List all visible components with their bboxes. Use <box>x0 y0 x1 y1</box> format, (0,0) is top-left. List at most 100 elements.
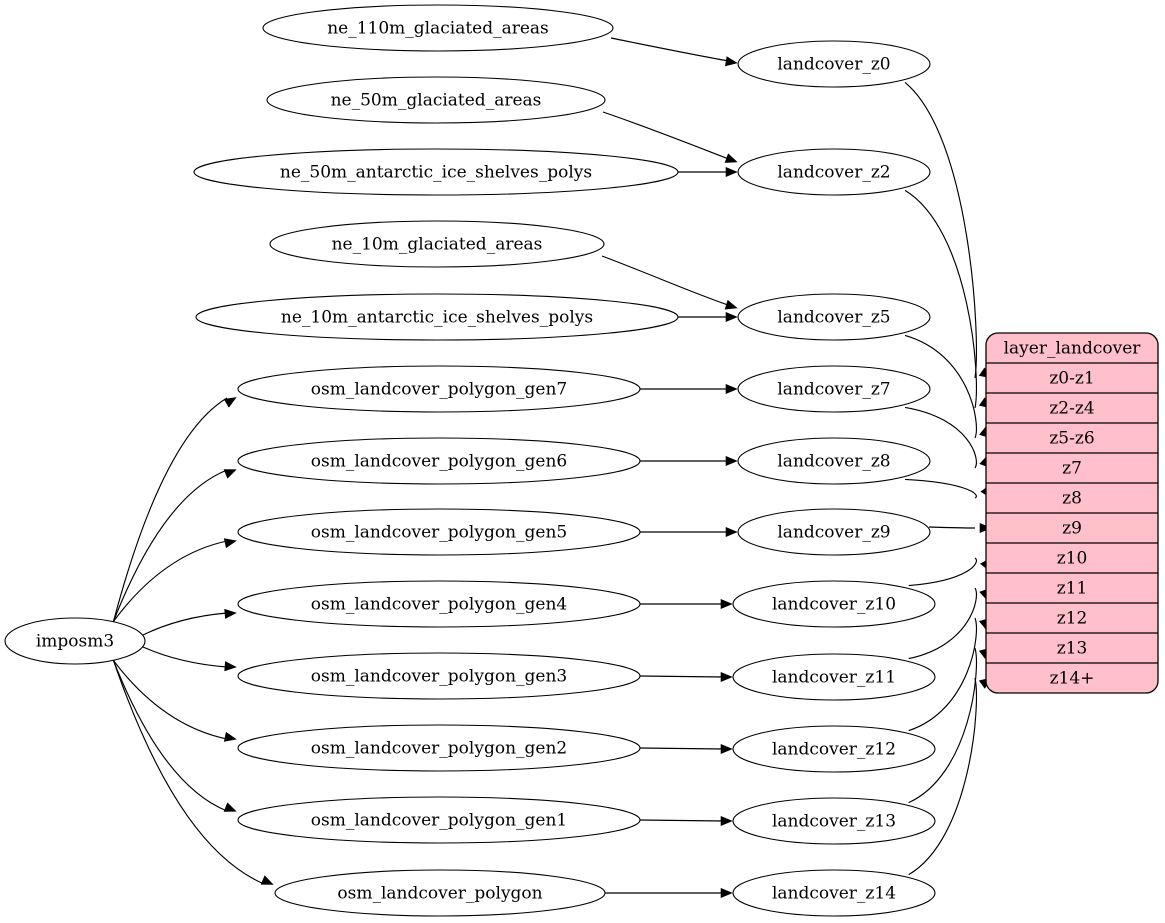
node-ellipse <box>237 437 641 485</box>
node-landcover_z9[interactable]: landcover_z9 <box>737 508 931 556</box>
node-ellipse <box>737 365 931 413</box>
node-osm_landcover_polygon_gen5[interactable]: osm_landcover_polygon_gen5 <box>237 508 641 556</box>
edge-imposm3-to-osm_landcover_polygon_gen1 <box>112 660 228 812</box>
table-row-cell[interactable] <box>986 543 1158 573</box>
edge-arrowhead <box>720 671 733 683</box>
node-ellipse <box>732 580 936 628</box>
node-ellipse <box>237 508 641 556</box>
table-row-cell[interactable] <box>986 453 1158 483</box>
node-landcover_z11[interactable]: landcover_z11 <box>732 653 936 701</box>
edge-arrowhead <box>224 608 237 619</box>
node-ellipse <box>262 4 614 52</box>
edge-arrowhead <box>223 469 237 479</box>
node-ellipse <box>195 293 679 341</box>
node-imposm3[interactable]: imposm3 <box>4 617 146 665</box>
node-ellipse <box>237 652 641 700</box>
edge-arrowhead <box>223 538 237 549</box>
node-landcover_z2[interactable]: landcover_z2 <box>737 148 931 196</box>
edge-landcover_z11-to-table-z11 <box>908 587 977 660</box>
edge-osm_landcover_polygon_gen1-to-landcover_z13 <box>639 819 724 822</box>
node-osm_landcover_polygon_gen7[interactable]: osm_landcover_polygon_gen7 <box>237 365 641 413</box>
edge-arrowhead <box>725 526 738 538</box>
edge-arrowhead <box>720 743 733 755</box>
node-ellipse <box>237 724 641 772</box>
node-ellipse <box>737 293 931 341</box>
table-row-cell[interactable] <box>986 633 1158 663</box>
node-ellipse <box>274 869 606 917</box>
table-body <box>986 333 1158 693</box>
edge-arrowhead <box>725 56 738 67</box>
node-ellipse <box>737 508 931 556</box>
node-ne_110m_glaciated_areas[interactable]: ne_110m_glaciated_areas <box>262 4 614 52</box>
node-ellipse <box>269 220 605 268</box>
node-osm_landcover_polygon_gen3[interactable]: osm_landcover_polygon_gen3 <box>237 652 641 700</box>
edge-landcover_z0-to-table-z0-z1 <box>904 81 977 379</box>
node-ne_10m_antarctic_ice_shelves_polys[interactable]: ne_10m_antarctic_ice_shelves_polys <box>195 293 679 341</box>
edge-arrowhead <box>720 815 733 827</box>
node-ne_50m_glaciated_areas[interactable]: ne_50m_glaciated_areas <box>266 76 606 124</box>
edge-landcover_z13-to-table-z13 <box>908 647 977 804</box>
edge-landcover_z2-to-table-z2-z4 <box>904 189 977 409</box>
node-landcover_z0[interactable]: landcover_z0 <box>737 40 931 88</box>
node-ellipse <box>4 617 146 665</box>
table-header-cell <box>986 333 1158 363</box>
table-row-cell[interactable] <box>986 393 1158 423</box>
edge-arrowhead <box>725 383 738 395</box>
table-outer-border <box>985 332 1159 694</box>
node-ellipse <box>732 725 936 773</box>
table-row-cell[interactable] <box>986 423 1158 453</box>
node-landcover_z12[interactable]: landcover_z12 <box>732 725 936 773</box>
edge-landcover_z7-to-table-z7 <box>904 406 977 469</box>
edge-osm_landcover_polygon_gen2-to-landcover_z12 <box>639 747 724 750</box>
table-row-cell[interactable] <box>986 663 1158 693</box>
node-landcover_z14[interactable]: landcover_z14 <box>732 869 936 917</box>
edge-arrowhead <box>725 166 738 178</box>
node-landcover_z5[interactable]: landcover_z5 <box>737 293 931 341</box>
table-row-cell[interactable] <box>986 513 1158 543</box>
node-osm_landcover_polygon_gen4[interactable]: osm_landcover_polygon_gen4 <box>237 580 641 628</box>
edge-arrowhead <box>720 598 733 610</box>
node-osm_landcover_polygon[interactable]: osm_landcover_polygon <box>274 869 606 917</box>
node-ellipse <box>732 869 936 917</box>
node-landcover_z8[interactable]: landcover_z8 <box>737 437 931 485</box>
node-landcover_z10[interactable]: landcover_z10 <box>732 580 936 628</box>
edge-arrowhead <box>260 875 274 885</box>
node-osm_landcover_polygon_gen1[interactable]: osm_landcover_polygon_gen1 <box>237 796 641 844</box>
node-ellipse <box>737 148 931 196</box>
edge-arrowhead <box>725 311 738 323</box>
edge-imposm3-to-osm_landcover_polygon_gen2 <box>113 660 228 740</box>
edge-arrowhead <box>223 802 237 812</box>
table-row-cell[interactable] <box>986 573 1158 603</box>
edge-landcover_z9-to-table-z9 <box>928 526 976 529</box>
edge-arrowhead <box>725 455 738 467</box>
edge-arrowhead <box>724 153 738 163</box>
table-row-cell[interactable] <box>986 603 1158 633</box>
node-osm_landcover_polygon_gen6[interactable]: osm_landcover_polygon_gen6 <box>237 437 641 485</box>
node-ne_10m_glaciated_areas[interactable]: ne_10m_glaciated_areas <box>269 220 605 268</box>
node-ne_50m_antarctic_ice_shelves_polys[interactable]: ne_50m_antarctic_ice_shelves_polys <box>193 148 679 196</box>
table-row-cell[interactable] <box>986 483 1158 513</box>
edge-landcover_z14-to-table-z14+ <box>908 677 977 876</box>
edge-imposm3-to-osm_landcover_polygon_gen7 <box>112 397 228 622</box>
node-ellipse <box>237 365 641 413</box>
edge-landcover_z5-to-table-z5-z6 <box>904 334 977 439</box>
edge-landcover_z8-to-table-z8 <box>905 478 977 499</box>
table-row-cell[interactable] <box>986 363 1158 393</box>
edge-arrowhead <box>224 661 237 672</box>
nodes-layer: imposm3 ne_110m_glaciated_areas ne_50m_gla… <box>4 4 936 917</box>
edge-landcover_z10-to-table-z10 <box>908 557 977 587</box>
edge-landcover_z12-to-table-z12 <box>908 617 977 732</box>
table-layer-landcover[interactable]: layer_landcoverz0-z1z2-z4z5-z6z7z8z9z10z… <box>985 332 1159 694</box>
node-ellipse <box>266 76 606 124</box>
node-landcover_z7[interactable]: landcover_z7 <box>737 365 931 413</box>
edge-arrowhead <box>223 397 237 408</box>
edge-imposm3-to-osm_landcover_polygon_gen4 <box>142 612 228 636</box>
node-osm_landcover_polygon_gen2[interactable]: osm_landcover_polygon_gen2 <box>237 724 641 772</box>
edges-layer <box>112 37 992 899</box>
node-landcover_z13[interactable]: landcover_z13 <box>732 797 936 845</box>
edge-imposm3-to-osm_landcover_polygon_gen3 <box>142 646 228 668</box>
edge-imposm3-to-osm_landcover_polygon <box>112 660 265 885</box>
edge-arrowhead <box>720 887 733 899</box>
